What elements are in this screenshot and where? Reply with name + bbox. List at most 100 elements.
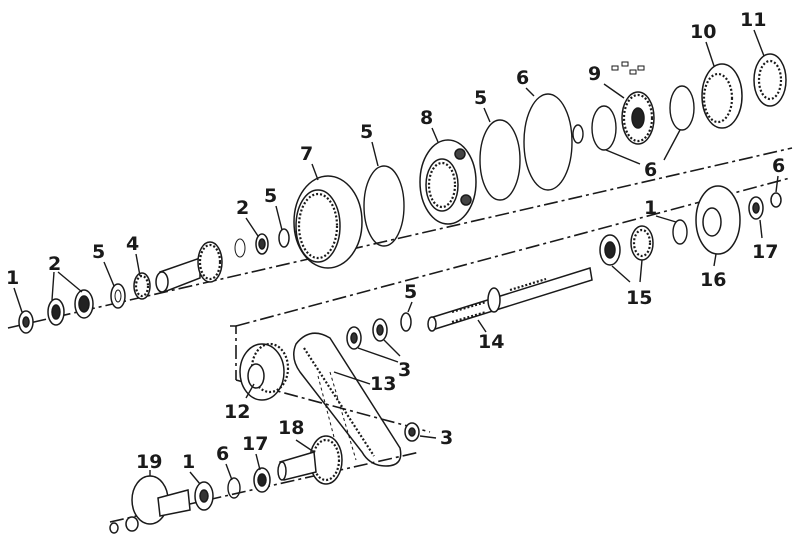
part-label-3a: 3 bbox=[398, 359, 411, 381]
carrier-hub bbox=[425, 158, 459, 212]
part-label-19: 19 bbox=[136, 451, 162, 473]
leader-17a bbox=[759, 219, 763, 239]
ring-gear-internal-teeth bbox=[297, 192, 339, 260]
ring-6b-left bbox=[591, 105, 617, 151]
rear-housing-parts bbox=[672, 185, 782, 255]
shift-sleeve-10 bbox=[701, 63, 743, 129]
ring-gear-7 bbox=[293, 175, 363, 269]
washer-part-5b bbox=[278, 228, 290, 248]
part-label-6d: 6 bbox=[216, 443, 229, 465]
leader-2b bbox=[245, 217, 259, 237]
part-label-1b: 1 bbox=[644, 197, 657, 219]
part-label-18: 18 bbox=[278, 417, 304, 439]
drive-chain bbox=[293, 332, 402, 467]
part-label-11: 11 bbox=[740, 9, 766, 31]
shaft-collar bbox=[487, 287, 501, 313]
part-label-1a: 1 bbox=[6, 267, 19, 289]
part-label-6c: 6 bbox=[772, 155, 785, 177]
leader-1b bbox=[655, 215, 677, 223]
lock-key-b bbox=[621, 61, 629, 67]
leader-1c bbox=[189, 471, 201, 485]
bearing-set-15 bbox=[599, 225, 654, 266]
part-label-4: 4 bbox=[126, 233, 139, 255]
bearing-15b-rollers bbox=[632, 228, 652, 258]
shaft-end bbox=[427, 316, 437, 332]
input-shaft-gear bbox=[197, 241, 223, 283]
leader-3b bbox=[419, 435, 437, 439]
washer-part-5e bbox=[400, 312, 412, 332]
leader-5a bbox=[103, 261, 115, 287]
sleeve-body bbox=[701, 63, 743, 129]
snap-ring-6d bbox=[227, 477, 241, 499]
main-shaft-14 bbox=[427, 267, 593, 332]
rear-output-assembly bbox=[109, 435, 343, 534]
part-label-5d: 5 bbox=[474, 87, 487, 109]
part-label-6b: 6 bbox=[644, 159, 657, 181]
bearing-part-3b-hole bbox=[408, 427, 416, 437]
yoke-nut bbox=[125, 516, 139, 532]
bearing-part-2b-hole bbox=[78, 295, 90, 313]
leader-lines bbox=[13, 29, 779, 485]
upper-axis-right-segment bbox=[235, 177, 791, 327]
snap-ring-top bbox=[234, 238, 246, 258]
lock-key-c bbox=[629, 69, 637, 75]
shaft-spline-b bbox=[451, 310, 487, 324]
leader-15 bbox=[611, 259, 643, 283]
output-shaft-end bbox=[277, 461, 287, 481]
leader-1a bbox=[13, 287, 23, 313]
leader-6b bbox=[605, 129, 681, 165]
hub-bore bbox=[631, 107, 645, 129]
bearing-part-3a-left-hole bbox=[350, 332, 358, 344]
small-ring bbox=[572, 124, 584, 144]
leader-13 bbox=[333, 371, 371, 385]
leader-14 bbox=[477, 319, 487, 333]
leader-17b bbox=[255, 453, 261, 471]
leader-6d bbox=[225, 463, 233, 481]
leader-5c bbox=[371, 141, 379, 167]
ring-teeth bbox=[757, 59, 783, 101]
yoke-washer bbox=[109, 522, 119, 534]
snap-ring-6a bbox=[523, 93, 573, 191]
part-label-2a: 2 bbox=[48, 253, 61, 275]
part-label-17b: 17 bbox=[242, 433, 268, 455]
part-label-9: 9 bbox=[588, 63, 601, 85]
bearing-part-2a-hole bbox=[51, 304, 61, 320]
bearing-part-17a-hole bbox=[752, 202, 760, 214]
part-label-17a: 17 bbox=[752, 241, 778, 263]
shaft-body bbox=[429, 267, 593, 331]
part-label-14: 14 bbox=[478, 331, 504, 353]
chain-drive-group bbox=[239, 312, 420, 467]
sliding-hub-9 bbox=[611, 61, 655, 145]
part-label-5e: 5 bbox=[404, 281, 417, 303]
carrier-pinion-b bbox=[460, 194, 472, 206]
leader-5b bbox=[275, 205, 283, 231]
leader-6a bbox=[525, 87, 535, 97]
drive-sprocket-12-hub bbox=[247, 363, 265, 389]
snap-ring-5d bbox=[479, 119, 521, 201]
leader-10 bbox=[705, 41, 715, 67]
bearing-part-3a-right-hole bbox=[376, 324, 384, 336]
lock-key-a bbox=[611, 65, 619, 71]
bearing-part-2c-hole bbox=[258, 238, 266, 250]
yoke-flange-19-neck bbox=[157, 489, 191, 517]
assembly-axis-lines bbox=[7, 147, 793, 523]
ring-part-4-teeth bbox=[134, 274, 150, 298]
leader-4 bbox=[135, 253, 141, 277]
connector-axis-left bbox=[230, 325, 237, 380]
part-label-7: 7 bbox=[300, 143, 313, 165]
washer-part-5a-hole bbox=[114, 289, 122, 303]
front-shaft-assembly bbox=[18, 228, 290, 334]
leader-16 bbox=[713, 253, 717, 267]
bearing-part-17b-hole bbox=[257, 473, 267, 487]
leader-12 bbox=[245, 383, 255, 399]
part-label-5b: 5 bbox=[264, 185, 277, 207]
hub-teeth bbox=[622, 93, 654, 143]
synchro-ring-11 bbox=[753, 53, 787, 107]
leader-6c bbox=[775, 175, 779, 193]
part-label-6a: 6 bbox=[516, 67, 529, 89]
flange-part-16-hub bbox=[702, 207, 722, 237]
part-label-3b: 3 bbox=[440, 427, 453, 449]
part-label-16: 16 bbox=[700, 269, 726, 291]
